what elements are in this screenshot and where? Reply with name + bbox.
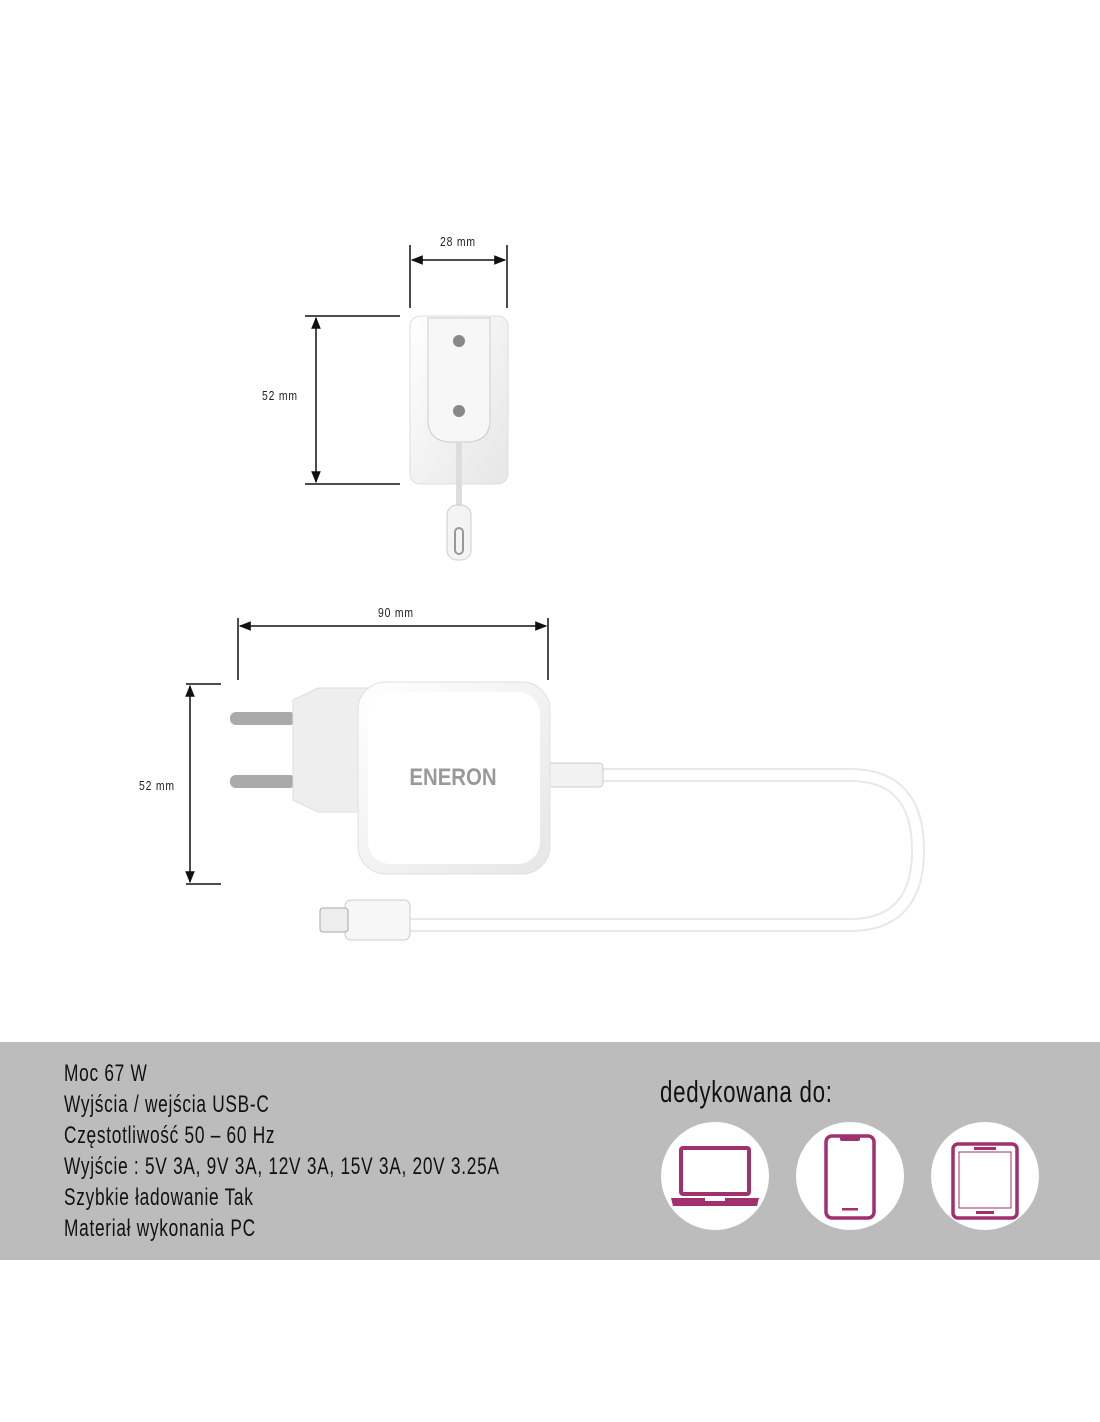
smartphone-badge <box>796 1122 904 1230</box>
spec-material: Materiał wykonania PC <box>64 1215 256 1242</box>
laptop-badge <box>661 1122 769 1230</box>
product-drawing: ENERON <box>185 245 926 941</box>
dimension-label-top-height: 52 mm <box>262 388 298 403</box>
dimension-lines-side <box>185 618 549 885</box>
dimension-label-side-width: 90 mm <box>378 605 414 620</box>
dimension-lines-top <box>305 245 508 485</box>
tablet-badge <box>931 1122 1039 1230</box>
spec-frequency: Częstotliwość 50 – 60 Hz <box>64 1122 276 1149</box>
dimension-label-side-height: 52 mm <box>139 778 175 793</box>
spec-band: Moc 67 W Wyjścia / wejścia USB-C Częstot… <box>0 1042 1100 1260</box>
charger-top-view <box>409 315 509 561</box>
laptop-icon <box>671 1146 759 1206</box>
dimension-label-top-width: 28 mm <box>440 234 476 249</box>
dedicated-label: dedykowana do: <box>660 1074 833 1109</box>
spec-fast-charging: Szybkie ładowanie Tak <box>64 1184 254 1211</box>
charger-side-view: ENERON <box>230 681 926 941</box>
spec-power: Moc 67 W <box>64 1060 148 1087</box>
spec-output: Wyjście : 5V 3A, 9V 3A, 12V 3A, 15V 3A, … <box>64 1153 500 1180</box>
tablet-icon <box>951 1142 1019 1220</box>
spec-ports: Wyjścia / wejścia USB-C <box>64 1091 270 1118</box>
spec-list: Moc 67 W Wyjścia / wejścia USB-C Częstot… <box>64 1058 669 1244</box>
smartphone-icon <box>824 1134 876 1220</box>
brand-logo: ENERON <box>409 763 496 790</box>
